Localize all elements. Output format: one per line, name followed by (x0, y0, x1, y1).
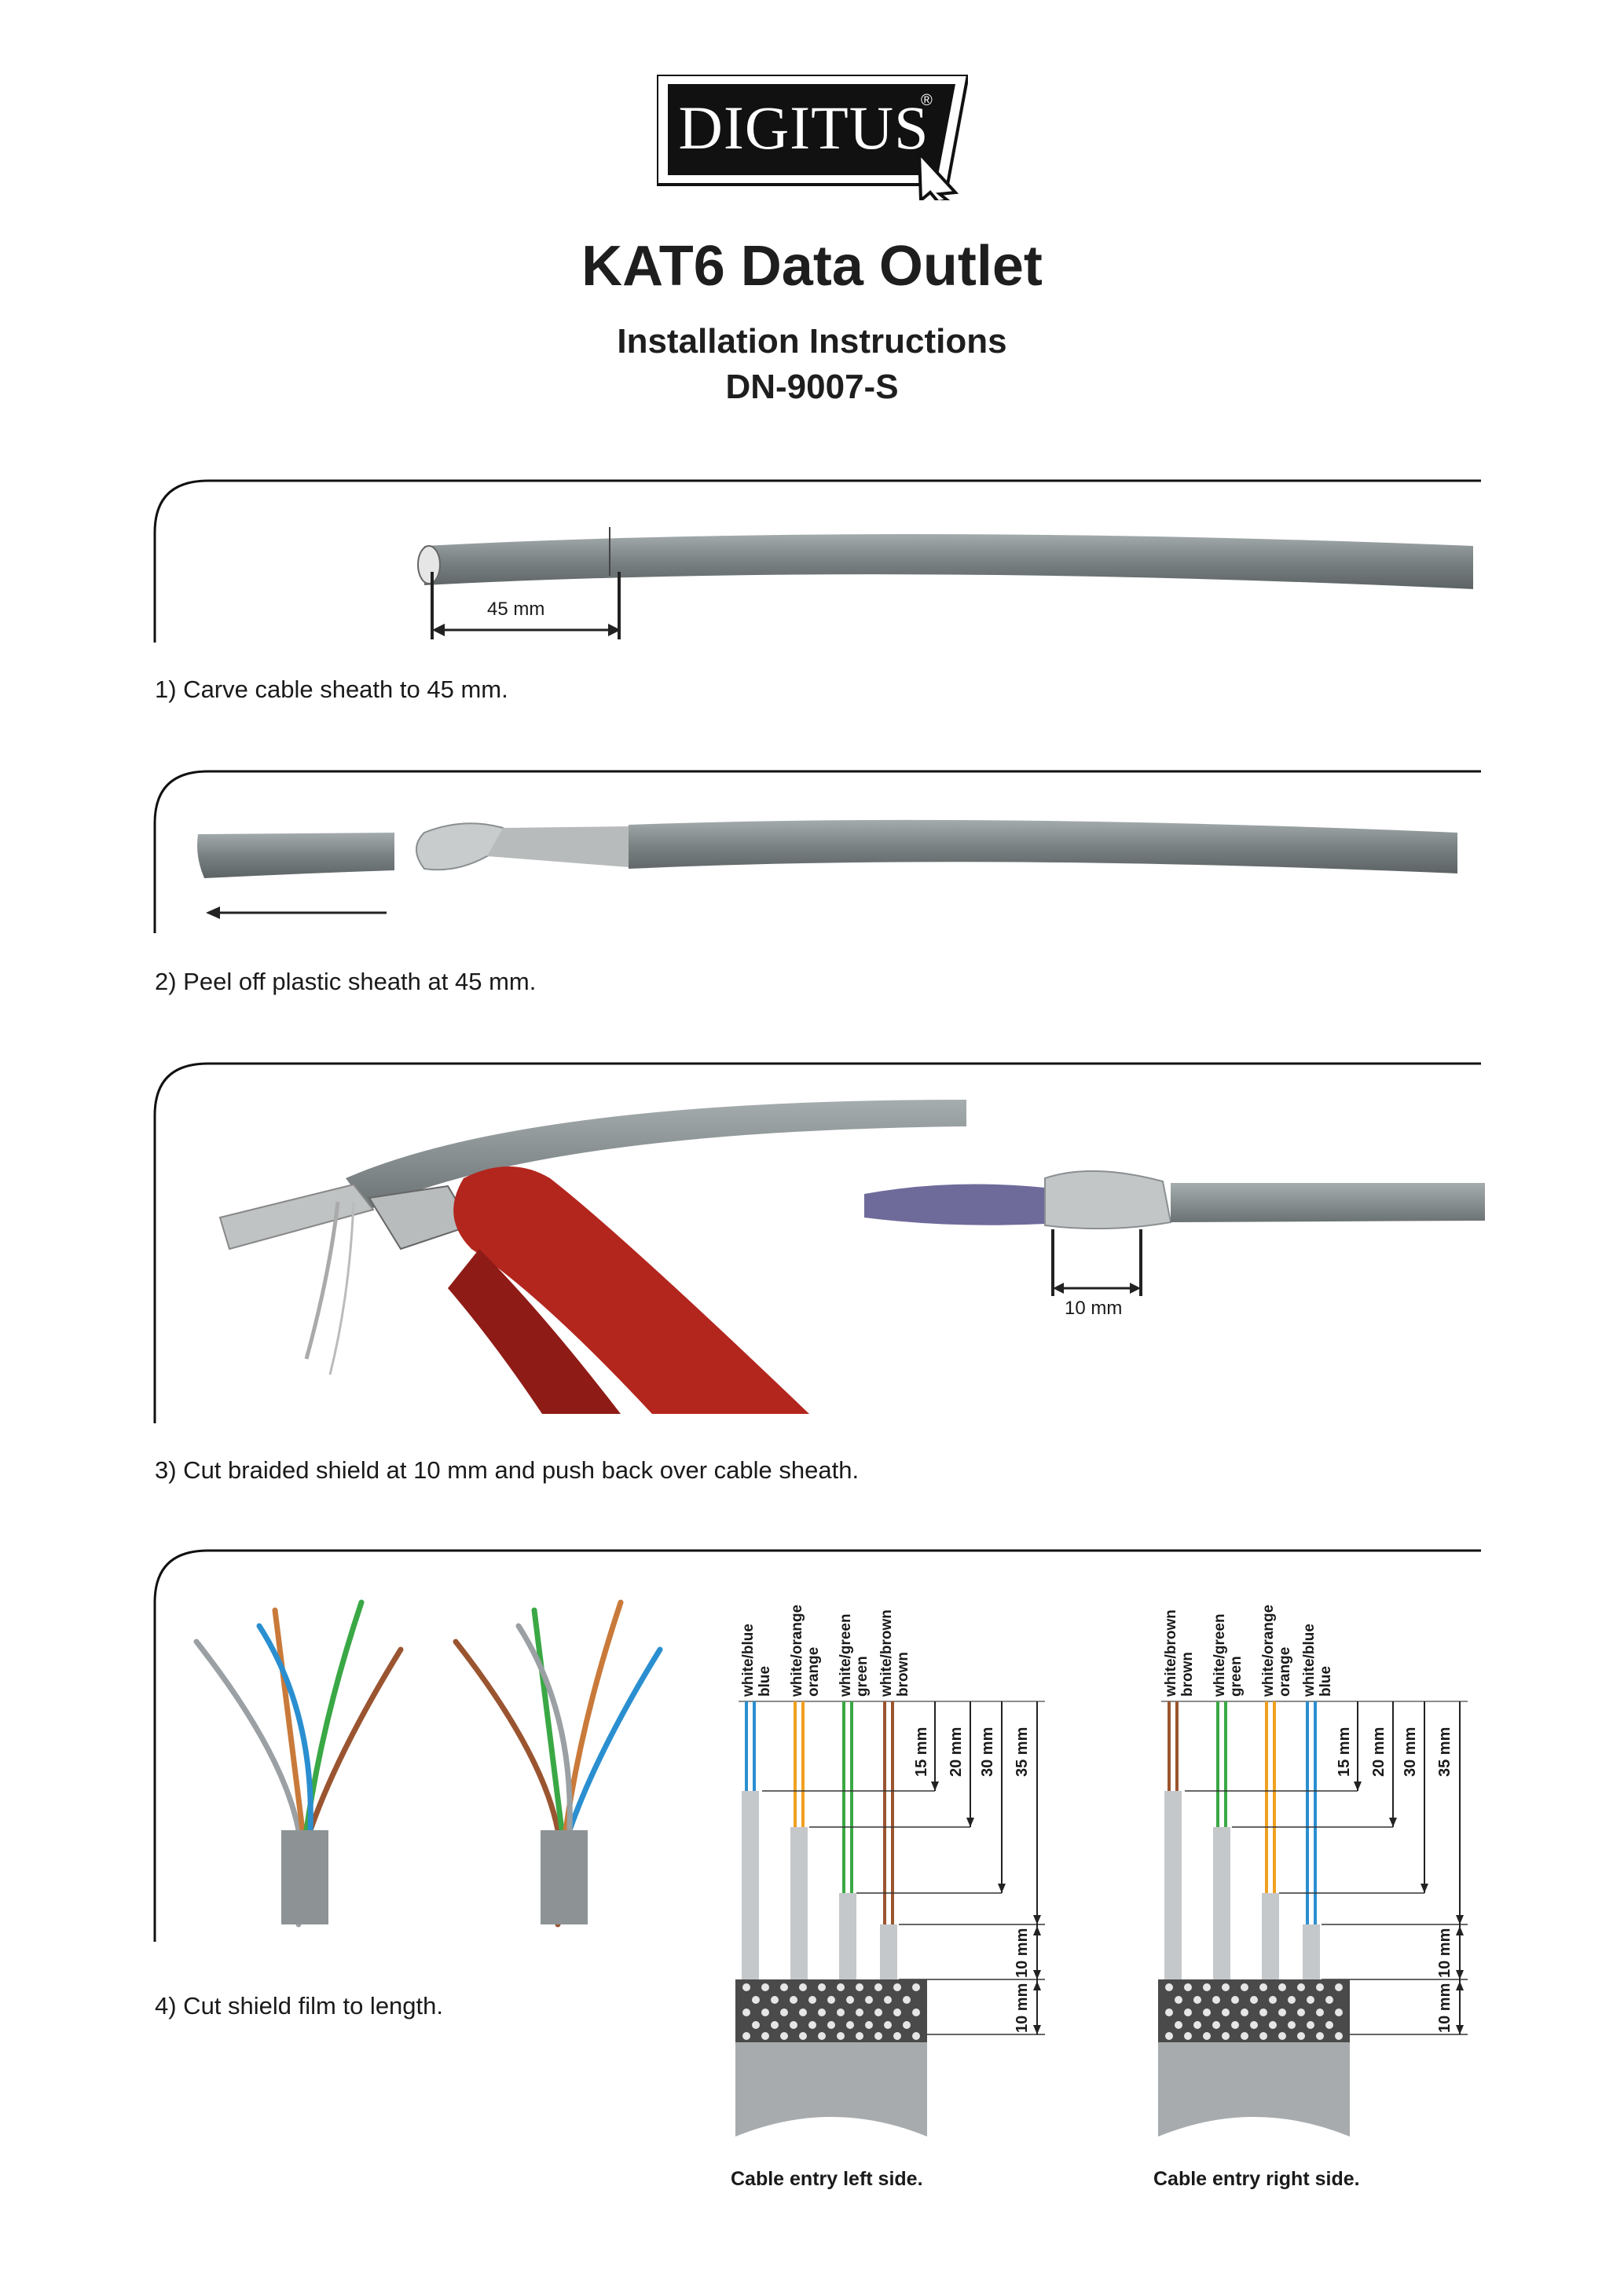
step-3-frame (153, 1060, 1481, 1430)
measure-30mm: 30 mm (1402, 1727, 1419, 1777)
wire-length-diagram (1158, 1701, 1468, 2137)
measure-20mm: 20 mm (948, 1727, 965, 1777)
step-4-frame (153, 1547, 1481, 1948)
dim-tick-left (1051, 1229, 1054, 1296)
step-4-text: 4) Cut shield film to length. (155, 1992, 444, 2020)
cable-sheath-image (417, 527, 1473, 589)
measure-15mm: 15 mm (913, 1727, 930, 1777)
measure-10mm-upper: 10 mm (1014, 1928, 1031, 1978)
measure-30mm: 30 mm (979, 1727, 996, 1777)
frame-bracket-icon (153, 1549, 1481, 1942)
dim-tick-right (618, 572, 621, 639)
wire-length-diagram (735, 1701, 1045, 2137)
measure-15mm: 15 mm (1336, 1727, 1353, 1777)
dimension-arrow-icon (1053, 1283, 1141, 1294)
shield-film-cables-image (193, 1599, 663, 1928)
measure-10mm-lower: 10 mm (1014, 1983, 1031, 2033)
dim-tick-left (431, 572, 434, 639)
model-number: DN-9007-S (725, 368, 899, 406)
measure-20mm: 20 mm (1370, 1727, 1388, 1777)
step-2-frame (153, 768, 1481, 941)
dimension-arrow-icon (432, 624, 621, 636)
registered-mark: ® (921, 92, 933, 109)
step-3-text: 3) Cut braided shield at 10 mm and push … (155, 1456, 860, 1484)
caption-right: Cable entry right side. (1153, 2168, 1360, 2190)
wire-bundle-left (193, 1599, 404, 1928)
measure-10mm-upper: 10 mm (1436, 1928, 1454, 1978)
frame-bracket-icon (153, 479, 1481, 643)
measure-10mm-lower: 10 mm (1436, 1983, 1454, 2033)
page-subtitle: Installation Instructions (617, 322, 1007, 361)
measure-35mm: 35 mm (1014, 1727, 1031, 1777)
measure-35mm: 35 mm (1436, 1727, 1454, 1777)
logo-badge-icon (655, 73, 970, 204)
digitus-logo: DIGITUS ® (655, 73, 970, 204)
braided-shield-cable-image (864, 1170, 1485, 1230)
caption-left: Cable entry left side. (731, 2168, 923, 2190)
step-3-dimension: 10 mm (1065, 1298, 1123, 1319)
peel-arrow-icon (206, 906, 387, 919)
step-1-text: 1) Carve cable sheath to 45 mm. (155, 676, 508, 703)
step-2-text: 2) Peel off plastic sheath at 45 mm. (155, 968, 537, 995)
peeled-cable-image (197, 819, 1457, 878)
step-1-dimension: 45 mm (487, 599, 545, 620)
step-1-frame (153, 478, 1481, 650)
frame-bracket-icon (153, 770, 1481, 933)
frame-bracket-icon (153, 1062, 1481, 1423)
wire-bundle-right (453, 1599, 663, 1928)
cutting-pliers-image (218, 1100, 966, 1414)
page-title: KAT6 Data Outlet (581, 235, 1043, 298)
brand-name: DIGITUS (678, 93, 929, 162)
dim-tick-right (1139, 1229, 1142, 1296)
